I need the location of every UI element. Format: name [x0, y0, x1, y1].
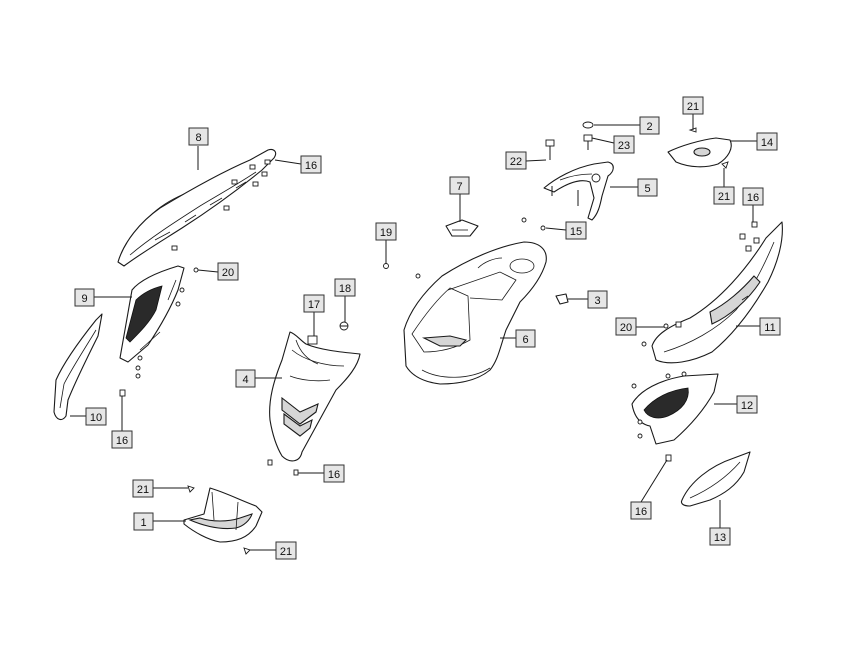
- part-14-rear-top-cover: [667, 137, 732, 168]
- callout-14: 14: [756, 132, 778, 151]
- callout-21-floor-top: 21: [132, 479, 154, 498]
- svg-text:20: 20: [222, 267, 234, 279]
- part-1-floor-panel: [183, 487, 263, 543]
- callout-20-right: 20: [615, 317, 637, 336]
- part-6-screws: [415, 217, 527, 279]
- callout-21-floor-bottom: 21: [275, 541, 297, 560]
- leader-lines: [70, 114, 760, 551]
- callout-4: 4: [235, 369, 256, 388]
- part-13-right-side-strip: [680, 451, 751, 507]
- callout-13: 13: [709, 527, 731, 546]
- svg-text:12: 12: [741, 400, 753, 412]
- part-21-clip-b: [243, 547, 251, 555]
- svg-text:18: 18: [339, 283, 351, 295]
- part-16-clip-right: [665, 454, 672, 462]
- part-20-screw-right: [663, 323, 669, 329]
- part-21-clip-a: [187, 485, 195, 493]
- callout-10: 10: [85, 407, 107, 426]
- svg-text:16: 16: [635, 506, 647, 518]
- callout-8: 8: [188, 127, 209, 146]
- callout-16-top-left: 16: [300, 155, 322, 174]
- svg-text:2: 2: [646, 121, 652, 133]
- svg-text:6: 6: [522, 334, 528, 346]
- part-12-screws: [631, 371, 687, 439]
- part-16-clip-lower: [293, 469, 299, 476]
- svg-text:9: 9: [81, 293, 87, 305]
- svg-text:21: 21: [718, 191, 730, 203]
- svg-text:21: 21: [280, 546, 292, 558]
- part-18-fastener: [339, 321, 349, 331]
- callout-1: 1: [133, 512, 154, 531]
- svg-text:21: 21: [137, 484, 149, 496]
- part-20-screw-left: [193, 267, 199, 273]
- callout-12: 12: [736, 395, 758, 414]
- svg-text:16: 16: [305, 160, 317, 172]
- part-22-bolt: [545, 139, 555, 160]
- svg-text:10: 10: [90, 412, 102, 424]
- callout-21-cover: 21: [713, 186, 735, 205]
- callout-2: 2: [639, 116, 660, 135]
- part-5-grab-rail: [543, 161, 614, 221]
- callout-16-right-low: 16: [630, 501, 652, 520]
- part-8-clips: [171, 159, 271, 251]
- part-21-clip-cover: [721, 161, 729, 169]
- svg-text:14: 14: [761, 137, 773, 149]
- part-4-front-cover: [269, 331, 361, 462]
- part-10-left-side-strip: [53, 313, 103, 421]
- svg-text:23: 23: [618, 140, 630, 152]
- callout-11: 11: [759, 317, 781, 336]
- svg-text:15: 15: [570, 226, 582, 238]
- part-16-clip-left: [119, 389, 126, 397]
- part-17-fastener: [307, 335, 318, 345]
- callout-16-left: 16: [111, 430, 133, 449]
- part-2-washer: [582, 121, 594, 129]
- callout-19: 19: [375, 222, 397, 241]
- callout-18: 18: [334, 278, 356, 297]
- part-7-small-lid: [445, 219, 479, 237]
- svg-text:21: 21: [687, 101, 699, 113]
- part-3-clip: [555, 293, 569, 305]
- callout-6: 6: [515, 329, 536, 348]
- svg-text:22: 22: [510, 156, 522, 168]
- part-12-right-grille-panel: [631, 373, 719, 445]
- callout-21-top: 21: [682, 96, 704, 115]
- part-8-side-cover: [117, 148, 277, 267]
- callout-16-right-top: 16: [742, 187, 764, 206]
- callout-20-left: 20: [217, 262, 239, 281]
- callout-16-front: 16: [323, 464, 345, 483]
- callout-9: 9: [74, 288, 95, 307]
- svg-text:4: 4: [242, 374, 248, 386]
- part-19-fastener: [383, 263, 389, 269]
- callout-15: 15: [565, 221, 587, 240]
- part-9-left-grille-panel: [119, 265, 185, 363]
- part-5-bolts: [551, 186, 579, 206]
- callout-22: 22: [505, 151, 527, 170]
- svg-text:17: 17: [308, 299, 320, 311]
- svg-text:16: 16: [747, 192, 759, 204]
- svg-text:8: 8: [195, 132, 201, 144]
- callout-17: 17: [303, 294, 325, 313]
- part-11-right-side-cover: [651, 221, 783, 364]
- callout-7: 7: [449, 176, 470, 195]
- part-6-storage-bin: [403, 241, 547, 385]
- svg-text:1: 1: [140, 517, 146, 529]
- callout-3: 3: [587, 290, 608, 309]
- part-16-clip-front: [267, 459, 273, 466]
- callout-23: 23: [613, 135, 635, 154]
- svg-text:19: 19: [380, 227, 392, 239]
- svg-text:5: 5: [644, 183, 650, 195]
- svg-text:16: 16: [328, 469, 340, 481]
- part-23-bolt: [583, 134, 593, 150]
- svg-text:3: 3: [594, 295, 600, 307]
- callout-5: 5: [637, 178, 658, 197]
- part-15-screw: [540, 225, 546, 231]
- part-9-screws: [135, 287, 185, 379]
- svg-text:11: 11: [764, 322, 775, 334]
- part-11-clips: [641, 221, 760, 347]
- svg-text:13: 13: [714, 532, 726, 544]
- svg-text:20: 20: [620, 322, 632, 334]
- svg-text:7: 7: [456, 181, 462, 193]
- svg-text:16: 16: [116, 435, 128, 447]
